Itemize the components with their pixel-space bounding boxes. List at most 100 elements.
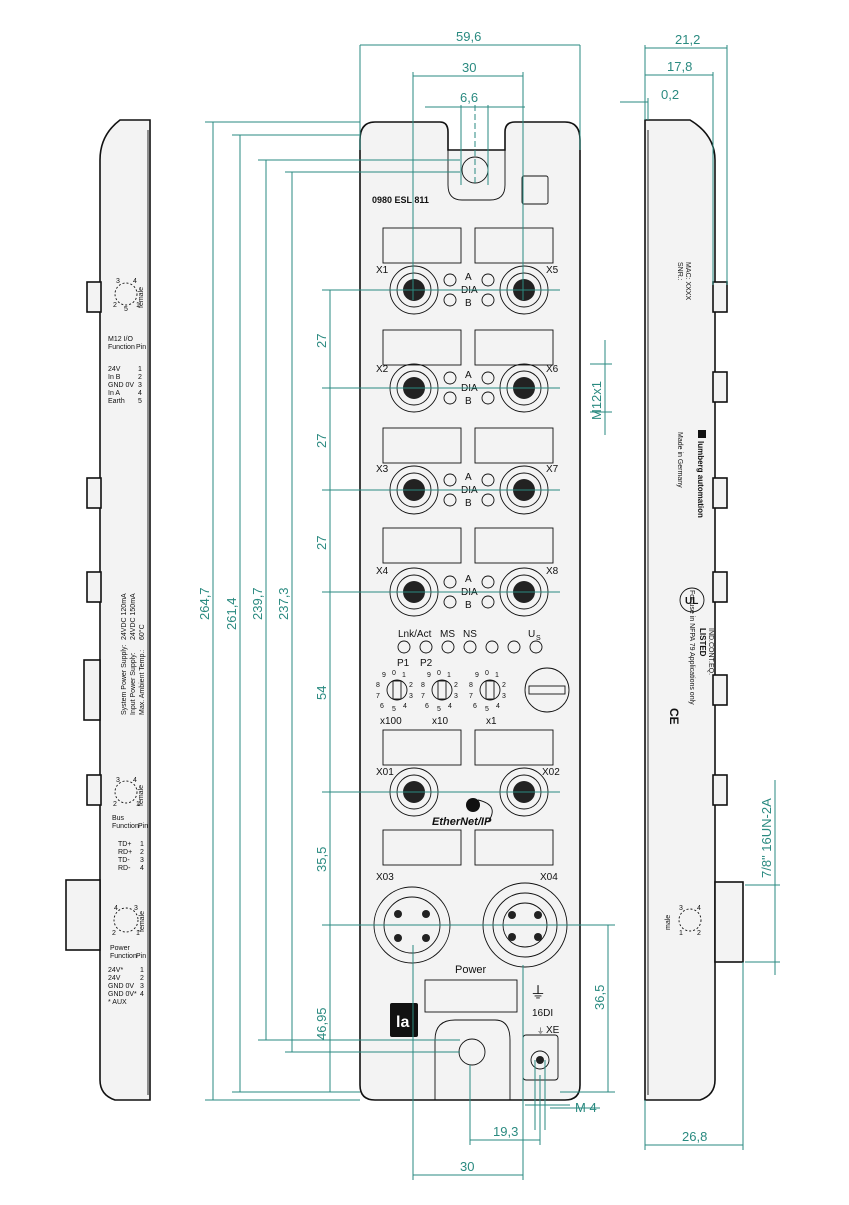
svg-text:8: 8 xyxy=(421,682,425,689)
svg-text:0,2: 0,2 xyxy=(661,87,679,102)
svg-text:la: la xyxy=(396,1014,409,1031)
svg-text:24V*: 24V* xyxy=(108,967,123,974)
svg-text:Power: Power xyxy=(110,945,131,952)
svg-text:239,7: 239,7 xyxy=(250,587,265,620)
svg-text:1: 1 xyxy=(495,672,499,679)
ce-mark: CE xyxy=(667,708,681,725)
port-label-x7: X7 xyxy=(546,464,559,475)
status-ns-label: NS xyxy=(463,629,477,640)
svg-text:30: 30 xyxy=(460,1159,474,1174)
svg-text:6,6: 6,6 xyxy=(460,90,478,105)
male-pin-icon: 3 4 1 2 male xyxy=(665,905,702,937)
led-ns xyxy=(463,640,477,654)
svg-text:30: 30 xyxy=(462,60,476,75)
svg-text:2: 2 xyxy=(454,682,458,689)
svg-text:Earth: Earth xyxy=(108,398,125,405)
svg-text:7: 7 xyxy=(376,693,380,700)
svg-text:4: 4 xyxy=(496,703,500,710)
svg-text:B: B xyxy=(465,498,472,509)
svg-text:Input Power Supply:: Input Power Supply: xyxy=(130,652,137,715)
svg-text:9: 9 xyxy=(475,672,479,679)
status-lnk-label: Lnk/Act xyxy=(398,629,432,640)
led-aux xyxy=(485,640,499,654)
svg-text:System Power Supply:: System Power Supply: xyxy=(121,645,128,715)
svg-text:IND.CONT.EQ.: IND.CONT.EQ. xyxy=(707,628,714,675)
m12-title: M12 I/O xyxy=(108,336,133,343)
led-us xyxy=(529,640,543,654)
svg-text:2: 2 xyxy=(138,374,142,381)
svg-text:male: male xyxy=(665,915,672,930)
svg-text:9: 9 xyxy=(382,672,386,679)
svg-text:24V: 24V xyxy=(108,366,121,373)
svg-text:2: 2 xyxy=(112,930,116,937)
svg-text:8: 8 xyxy=(376,682,380,689)
svg-text:3: 3 xyxy=(502,693,506,700)
svg-text:GND 0V: GND 0V xyxy=(108,382,134,389)
svg-text:Pin: Pin xyxy=(136,953,146,960)
svg-text:5: 5 xyxy=(392,706,396,713)
svg-text:19,3: 19,3 xyxy=(493,1124,518,1139)
right-side-view: MAC: XXXX SNR.: lumberg automation Made … xyxy=(644,119,744,1101)
svg-text:21,2: 21,2 xyxy=(675,32,700,47)
svg-text:5: 5 xyxy=(138,398,142,405)
svg-text:36,5: 36,5 xyxy=(592,985,607,1010)
svg-text:M12x1: M12x1 xyxy=(589,381,604,420)
svg-text:EtherNet/IP: EtherNet/IP xyxy=(432,816,492,828)
svg-text:x1: x1 xyxy=(486,716,497,727)
ul-listed-icon: UL xyxy=(679,587,705,613)
svg-text:4: 4 xyxy=(448,703,452,710)
svg-text:59,6: 59,6 xyxy=(456,29,481,44)
svg-text:x10: x10 xyxy=(432,716,449,727)
svg-text:5: 5 xyxy=(437,706,441,713)
svg-text:4: 4 xyxy=(133,278,137,285)
svg-text:2: 2 xyxy=(140,975,144,982)
logo-badge: la xyxy=(390,1003,418,1037)
svg-text:7/8" 16UN-2A: 7/8" 16UN-2A xyxy=(759,798,774,878)
svg-text:* AUX: * AUX xyxy=(108,999,127,1006)
svg-text:0: 0 xyxy=(485,670,489,677)
svg-text:1: 1 xyxy=(138,366,142,373)
svg-text:SNR.:: SNR.: xyxy=(676,262,683,281)
svg-text:7: 7 xyxy=(469,693,473,700)
svg-text:1: 1 xyxy=(140,841,144,848)
svg-text:P2: P2 xyxy=(420,658,433,669)
svg-text:24V: 24V xyxy=(108,975,121,982)
svg-text:B: B xyxy=(465,396,472,407)
svg-text:7: 7 xyxy=(421,693,425,700)
port-label-x6: X6 xyxy=(546,364,559,375)
svg-text:0: 0 xyxy=(392,670,396,677)
power-pin-icon: 4 3 2 1 female xyxy=(112,905,146,937)
svg-text:Function: Function xyxy=(108,344,135,351)
svg-text:3: 3 xyxy=(679,905,683,912)
svg-text:3: 3 xyxy=(138,382,142,389)
svg-text:1: 1 xyxy=(679,930,683,937)
led-aux2 xyxy=(507,640,521,654)
svg-text:2: 2 xyxy=(697,930,701,937)
svg-text:Made in Germany: Made in Germany xyxy=(676,432,683,488)
port-label-x01: X01 xyxy=(376,767,394,778)
svg-text:1: 1 xyxy=(402,672,406,679)
svg-text:In B: In B xyxy=(108,374,121,381)
svg-text:4: 4 xyxy=(697,905,701,912)
svg-text:27: 27 xyxy=(314,334,329,348)
port-label-x02: X02 xyxy=(542,767,560,778)
m12-pin-icon: 3 4 2 5 1 female xyxy=(113,278,145,313)
rotary-dial-x1[interactable]: 9 0 1 8 2 7 3 6 5 4 x1 xyxy=(469,670,506,727)
svg-text:TD+: TD+ xyxy=(118,841,131,848)
ethernet-ip-logo: EtherNet/IP xyxy=(432,798,493,828)
svg-text:TD-: TD- xyxy=(118,857,130,864)
svg-text:M 4: M 4 xyxy=(575,1100,597,1115)
svg-text:2: 2 xyxy=(113,302,117,309)
rotary-dial-x100[interactable]: 9 0 1 8 2 7 3 6 5 4 x100 xyxy=(376,670,413,727)
svg-text:4: 4 xyxy=(114,905,118,912)
led-p1 xyxy=(397,640,411,654)
svg-text:In A: In A xyxy=(108,390,120,397)
svg-text:UL: UL xyxy=(685,596,698,607)
rotary-dial-x10[interactable]: 9 0 1 8 2 7 3 6 5 4 x10 xyxy=(421,670,458,727)
svg-text:For use in NFPA 79 Application: For use in NFPA 79 Applications only xyxy=(688,590,695,705)
svg-text:RD-: RD- xyxy=(118,865,131,872)
svg-text:Function: Function xyxy=(112,823,139,830)
svg-text:Max. Ambient Temp.:: Max. Ambient Temp.: xyxy=(139,650,146,715)
svg-text:GND 0V: GND 0V xyxy=(108,983,134,990)
di-label: 16DI xyxy=(532,1008,553,1019)
